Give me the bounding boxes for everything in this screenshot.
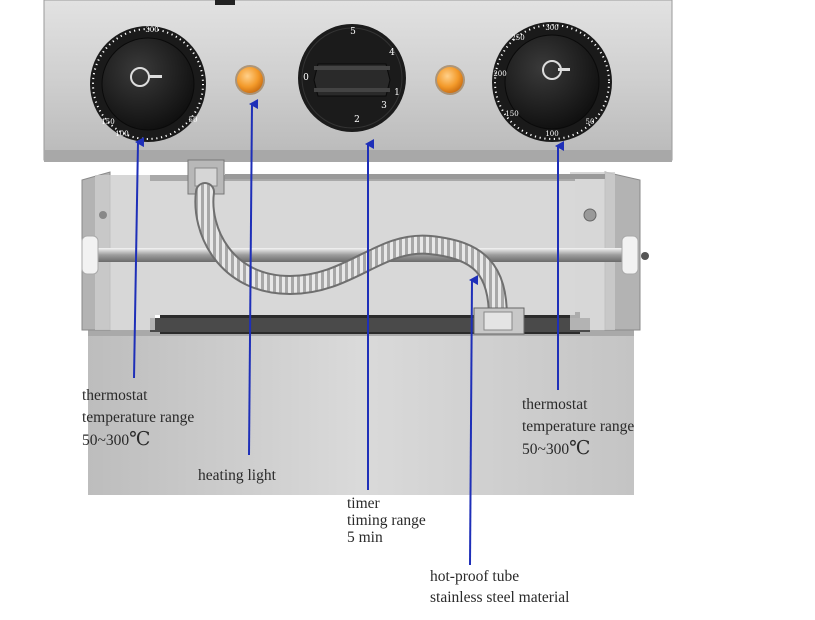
right-dial-mark-200: 200 (493, 70, 506, 78)
right-dial-mark-300: 300 (545, 24, 558, 32)
arrow-heating-light (248, 99, 259, 456)
right-dial-mark-150: 150 (505, 110, 518, 118)
left-thermostat-knob[interactable]: 300 50 100 150 (90, 26, 206, 142)
right-dial-mark-250: 250 (511, 34, 524, 42)
left-dial-mark-150: 150 (101, 118, 114, 126)
right-thermostat-knob[interactable]: 300 250 200 150 100 50 (492, 22, 612, 142)
label-heating-light-line1: heating light (198, 467, 276, 484)
label-right-thermostat-line2: temperature range (522, 418, 635, 435)
label-timer-line2: timing range (347, 512, 426, 529)
label-left-thermostat-unit: ℃ (129, 429, 151, 450)
label-right-thermostat-line3: 50~300 (522, 441, 570, 458)
left-dial-mark-100: 100 (115, 130, 128, 138)
label-left-thermostat-line1: thermostat (82, 387, 148, 404)
timer-mark-0: 0 (303, 73, 309, 83)
label-tube-line2: stainless steel material (430, 589, 570, 606)
label-right-thermostat: thermostat temperature range 50~300℃ (522, 395, 634, 459)
label-timer-line1: timer (347, 495, 380, 512)
label-left-thermostat-line3: 50~300 (82, 432, 130, 449)
label-right-thermostat-line1: thermostat (522, 396, 588, 413)
fryer-body (88, 330, 634, 495)
label-timer-line3: 5 min (347, 529, 383, 546)
right-dial-mark-50: 50 (586, 118, 595, 126)
label-tube: hot-proof tube stainless steel material (430, 566, 569, 608)
label-tube-line1: hot-proof tube (430, 568, 520, 585)
heating-light (235, 65, 265, 95)
timer-mark-1: 1 (394, 88, 400, 98)
label-right-thermostat-unit: ℃ (569, 438, 591, 459)
left-dial-mark-50: 50 (189, 116, 198, 124)
heating-light-right (435, 65, 465, 95)
label-timer: timer timing range 5 min (347, 495, 426, 546)
timer-mark-4: 4 (389, 48, 395, 58)
left-dial-mark-300: 300 (145, 26, 158, 34)
label-left-thermostat-line2: temperature range (82, 409, 195, 426)
timer-knob[interactable]: 0 1 2 3 4 5 (298, 24, 406, 132)
timer-mark-3: 3 (381, 101, 387, 111)
label-heating-light: heating light (198, 466, 276, 485)
label-left-thermostat: thermostat temperature range 50~300℃ (82, 386, 194, 450)
arrow-left-thermostat (133, 137, 145, 379)
arrow-tube (469, 275, 479, 566)
right-dial-mark-100: 100 (545, 130, 558, 138)
timer-mark-5: 5 (350, 27, 356, 37)
timer-mark-2: 2 (354, 115, 360, 125)
